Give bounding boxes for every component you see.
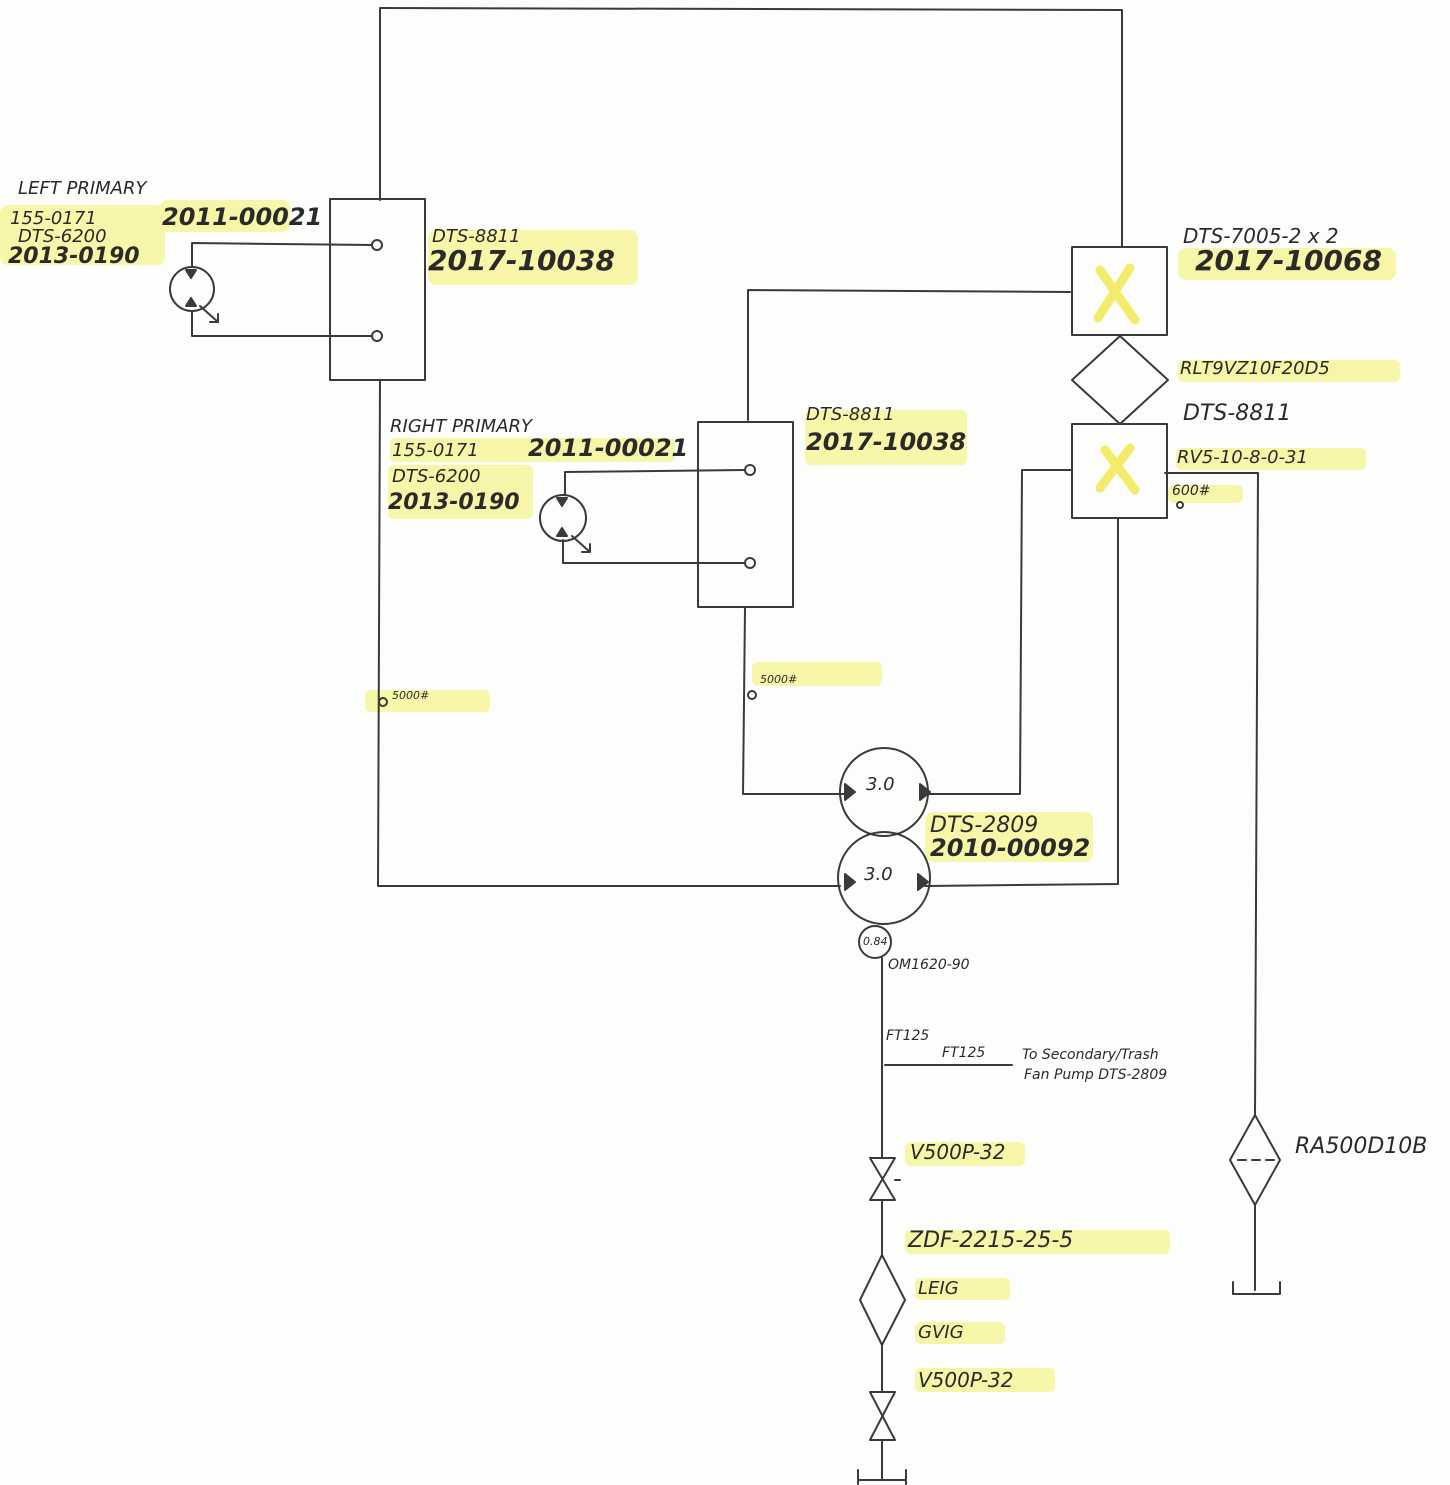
return-filter-code: RA500D10B <box>1295 1134 1428 1159</box>
left-primary-valve-block <box>329 198 426 381</box>
strainer-diamond <box>859 1254 906 1346</box>
highlighter-marks <box>0 200 1400 1392</box>
strainer-note2: GVIG <box>918 1322 964 1343</box>
directional-valve-bottom <box>1071 423 1168 519</box>
pump-serial: 2010-00092 <box>930 834 1091 862</box>
gauge-port-600 <box>1176 501 1184 509</box>
tank-symbol-suction <box>857 1469 907 1485</box>
pump-small-value: 0.84 <box>863 935 888 948</box>
left-primary-dts: DTS-6200 <box>18 226 107 247</box>
mid-gauge-port <box>747 690 757 700</box>
left-port-b <box>371 330 383 342</box>
valve-1-code: V500P-32 <box>910 1140 1006 1164</box>
top-right-dts: DTS-7005-2 x 2 <box>1183 224 1339 248</box>
x-mark-bottom <box>1095 443 1140 495</box>
left-primary-serial: 2013-0190 <box>8 244 140 269</box>
psi-600: 600# <box>1172 483 1211 499</box>
top-right-dts2: DTS-8811 <box>1183 401 1292 426</box>
return-filter-diamond <box>1229 1114 1281 1206</box>
relief-valve-diamond <box>1071 335 1169 425</box>
pump-dts: DTS-2809 <box>930 813 1039 838</box>
double-pump-icon <box>837 747 931 959</box>
right-line-b <box>562 539 746 564</box>
right-valve-dts: DTS-8811 <box>806 404 895 425</box>
left-primary-serial2: 2011-00021 <box>162 203 323 231</box>
right-primary-title: RIGHT PRIMARY <box>390 416 533 437</box>
right-primary-serial: 2013-0190 <box>388 490 520 515</box>
pressure-lines <box>377 7 1281 1295</box>
relief-valve-code: RLT9VZ10F20D5 <box>1180 358 1330 379</box>
right-port-b <box>744 557 756 569</box>
pump-lower-value: 3.0 <box>864 864 893 885</box>
left-line-a <box>191 242 373 267</box>
directional-valve-top <box>1071 246 1168 336</box>
rv-code: RV5-10-8-0-31 <box>1177 447 1308 468</box>
left-line-b <box>191 311 373 337</box>
fitting-2: FT125 <box>942 1045 986 1061</box>
right-line-a <box>564 469 746 496</box>
ball-valve-1 <box>869 1157 896 1201</box>
right-primary-dts: DTS-6200 <box>392 466 481 487</box>
ball-valve-2 <box>869 1391 896 1441</box>
right-motor-icon <box>539 494 591 553</box>
mid-gauge-label: 5000# <box>760 673 798 686</box>
right-primary-part: 155-0171 <box>392 440 479 461</box>
left-valve-dts: DTS-8811 <box>432 226 521 247</box>
left-primary-title: LEFT PRIMARY <box>18 178 147 199</box>
x-mark-top <box>1093 263 1140 325</box>
left-port-a <box>371 239 383 251</box>
right-port-a <box>744 464 756 476</box>
motor-code: OM1620-90 <box>888 957 970 973</box>
right-primary-serial2: 2011-00021 <box>528 434 689 462</box>
pump-upper-value: 3.0 <box>866 774 895 795</box>
right-primary-valve-block <box>697 421 794 608</box>
fitting-1: FT125 <box>886 1028 930 1044</box>
left-gauge-label: 5000# <box>392 689 430 702</box>
to-secondary-line1: To Secondary/Trash <box>1022 1047 1159 1063</box>
strainer-code: ZDF-2215-25-5 <box>908 1228 1074 1253</box>
left-valve-serial: 2017-10038 <box>428 244 615 277</box>
top-right-serial: 2017-10068 <box>1195 244 1382 277</box>
left-primary-part: 155-0171 <box>10 208 97 229</box>
right-valve-serial: 2017-10038 <box>806 428 967 456</box>
valve-2-code: V500P-32 <box>918 1368 1014 1392</box>
strainer-note1: LEIG <box>918 1278 959 1299</box>
left-motor-icon <box>169 266 219 323</box>
to-secondary-line2: Fan Pump DTS-2809 <box>1024 1067 1168 1083</box>
left-gauge-port <box>378 697 388 707</box>
